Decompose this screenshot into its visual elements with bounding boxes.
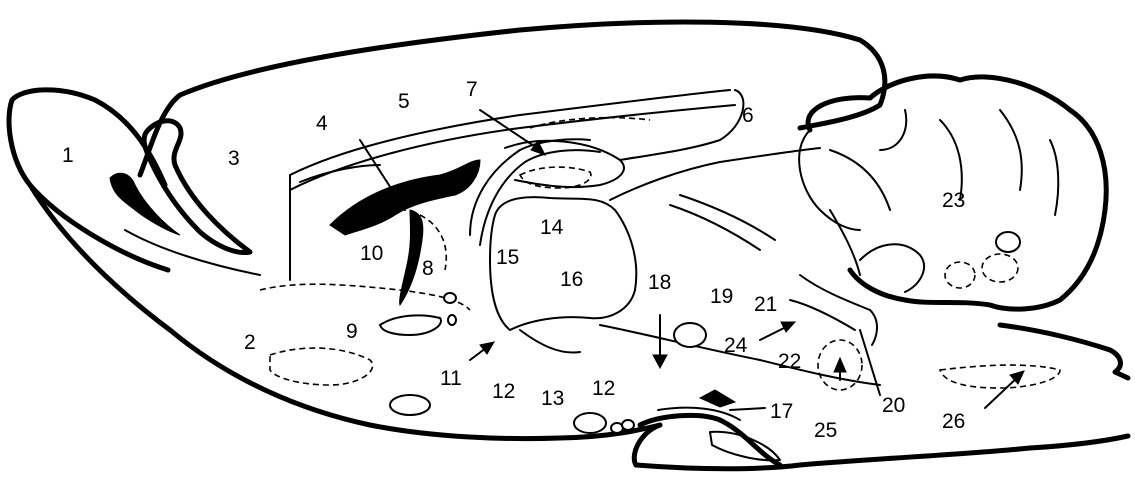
label-13: 13: [541, 387, 564, 410]
label-16: 16: [560, 268, 583, 291]
label-10: 10: [360, 242, 383, 265]
label-15: 15: [496, 246, 519, 269]
label-24: 24: [724, 334, 748, 357]
label-7: 7: [466, 78, 478, 101]
label-17: 17: [770, 400, 793, 423]
label-22: 22: [778, 350, 801, 373]
label-5: 5: [398, 90, 410, 113]
label-20: 20: [882, 394, 905, 417]
label-21: 21: [754, 293, 777, 316]
label-12-left: 12: [492, 380, 515, 403]
label-3: 3: [228, 147, 240, 170]
label-12-right: 12: [592, 377, 615, 400]
label-11: 11: [440, 367, 462, 390]
label-6: 6: [742, 104, 754, 127]
label-2: 2: [244, 331, 256, 354]
label-18: 18: [648, 271, 671, 294]
label-4: 4: [316, 112, 328, 135]
label-1: 1: [62, 144, 74, 167]
label-9: 9: [346, 320, 358, 343]
interior-structures: [110, 90, 1060, 460]
label-8: 8: [422, 257, 434, 280]
label-19: 19: [710, 285, 733, 308]
label-23: 23: [942, 189, 965, 212]
label-14: 14: [540, 216, 564, 239]
brain-outline: [9, 22, 1128, 469]
label-25: 25: [814, 419, 837, 442]
label-26: 26: [942, 410, 965, 433]
